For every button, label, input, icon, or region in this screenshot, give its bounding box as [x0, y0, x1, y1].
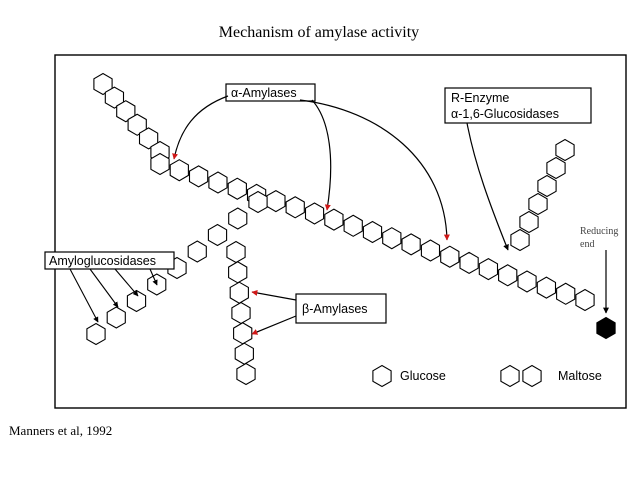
alpha-amylase-arrows	[172, 95, 450, 241]
alpha-arrow-1	[172, 95, 229, 160]
glucose-unit	[226, 240, 246, 264]
glucose-unit	[236, 362, 256, 386]
glucose-unit	[324, 208, 344, 231]
glucose-unit	[546, 156, 566, 180]
legend-maltose-hexagon	[522, 364, 542, 388]
glucose-unit	[510, 228, 530, 252]
glucose-unit	[362, 220, 383, 244]
glucose-unit	[228, 207, 248, 230]
glucose-unit	[138, 127, 159, 150]
legend-glucose-hexagon	[372, 364, 392, 388]
glucose-unit	[188, 165, 209, 188]
legend: Glucose Maltose	[372, 364, 602, 388]
glucose-unit	[517, 270, 537, 293]
glucose-unit	[519, 210, 539, 234]
glucose-unit	[248, 190, 268, 214]
glucose-unit	[401, 233, 421, 256]
glucose-unit	[233, 322, 253, 345]
glucose-unit	[229, 281, 249, 304]
glucose-unit	[106, 306, 126, 329]
legend-maltose-label: Maltose	[558, 369, 602, 383]
page-title: Mechanism of amylase activity	[218, 24, 420, 41]
r-enzyme-text-line1: R-Enzyme	[451, 91, 509, 105]
glucose-unit	[478, 257, 499, 281]
glucose-unit	[266, 189, 286, 213]
glucose-unit	[285, 196, 305, 219]
beta-amylases-label: β-Amylases	[295, 293, 387, 324]
glucose-unit	[528, 192, 548, 216]
glucose-unit	[127, 113, 147, 136]
beta-amylase-arrows	[251, 290, 297, 335]
legend-glucose-icon	[372, 364, 392, 388]
glucose-unit	[382, 227, 402, 250]
glucose-unit	[86, 322, 106, 346]
glucose-unit	[556, 282, 576, 305]
glucose-unit	[304, 202, 325, 225]
glucose-unit	[459, 251, 479, 275]
glucose-unit	[440, 245, 460, 268]
beta-amylases-text: β-Amylases	[302, 302, 368, 316]
r-enzyme-text-line2: α-1,6-Glucosidases	[451, 107, 559, 121]
glucose-unit	[228, 261, 248, 284]
glucose-unit	[116, 100, 136, 123]
glucose-unit	[231, 301, 251, 325]
glucose-unit	[498, 264, 518, 287]
amyloglucosidases-label: Amyloglucosidases	[44, 251, 175, 270]
amyloglucosidases-text: Amyloglucosidases	[49, 254, 156, 268]
glucose-unit	[208, 171, 228, 194]
r-enzyme-label: R-Enzyme α-1,6-Glucosidases	[444, 87, 592, 124]
legend-maltose-hexagon	[500, 364, 520, 388]
glucose-unit	[537, 174, 557, 198]
legend-maltose-icon	[500, 364, 542, 388]
alpha-arrow-2	[311, 99, 332, 211]
r-enzyme-arrow	[466, 122, 509, 251]
glucose-unit	[169, 159, 189, 182]
glucose-unit	[536, 276, 557, 299]
alpha-amylases-text: α-Amylases	[231, 86, 297, 100]
diagram-frame	[54, 54, 627, 409]
alpha-amylases-label: α-Amylases	[225, 83, 316, 102]
glucose-unit	[343, 214, 363, 237]
glucose-unit	[555, 138, 575, 162]
reducing-end-unit	[596, 316, 616, 340]
glucose-unit	[126, 289, 147, 313]
alpha-arrow-3	[299, 99, 450, 241]
glucose-unit	[187, 240, 207, 263]
glucose-unit	[207, 223, 228, 247]
glucose-unit	[575, 288, 595, 312]
glucose-unit	[227, 177, 247, 200]
legend-glucose-label: Glucose	[400, 369, 446, 383]
citation: Manners et al, 1992	[9, 423, 113, 438]
glucose-unit	[234, 342, 254, 365]
amyloglucosidase-arrows	[69, 268, 158, 323]
glucose-unit	[104, 86, 125, 109]
reducing-end-text-line1: Reducing	[580, 226, 618, 237]
glucose-unit	[420, 239, 441, 262]
glucose-unit	[93, 72, 113, 96]
glucose-unit	[150, 152, 170, 176]
reducing-end-text-line2: end	[580, 239, 594, 250]
glucose-chains	[86, 72, 616, 386]
